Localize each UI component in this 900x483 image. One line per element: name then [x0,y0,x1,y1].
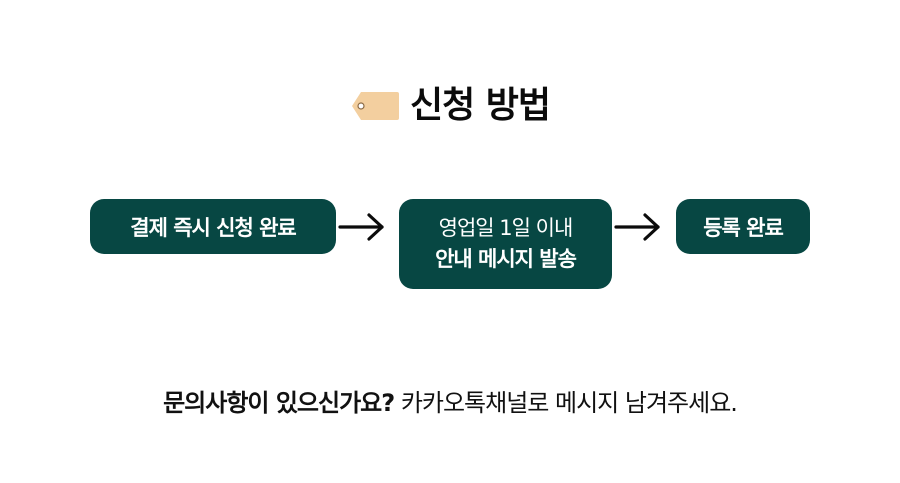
step-label: 등록 완료 [703,215,784,240]
contact-note: 문의사항이 있으신가요? 카카오톡채널로 메시지 남겨주세요. [0,383,900,418]
step-guide-message: 영업일 1일 이내 안내 메시지 발송 [399,199,612,289]
contact-question: 문의사항이 있으신가요? [163,389,395,417]
step-registration-complete: 등록 완료 [676,199,810,254]
step-label-line1: 영업일 1일 이내 [438,215,574,240]
title-row: 신청 방법 [0,88,900,124]
step-label-line2: 안내 메시지 발송 [435,247,577,271]
arrow-right-icon [338,213,384,241]
contact-instruction: 카카오톡채널로 메시지 남겨주세요. [400,389,738,417]
page-title: 신청 방법 [409,85,551,126]
arrow-right-icon [614,213,660,241]
price-tag-icon [351,92,399,120]
step-payment-complete: 결제 즉시 신청 완료 [90,199,336,254]
step-label: 결제 즉시 신청 완료 [130,215,296,240]
